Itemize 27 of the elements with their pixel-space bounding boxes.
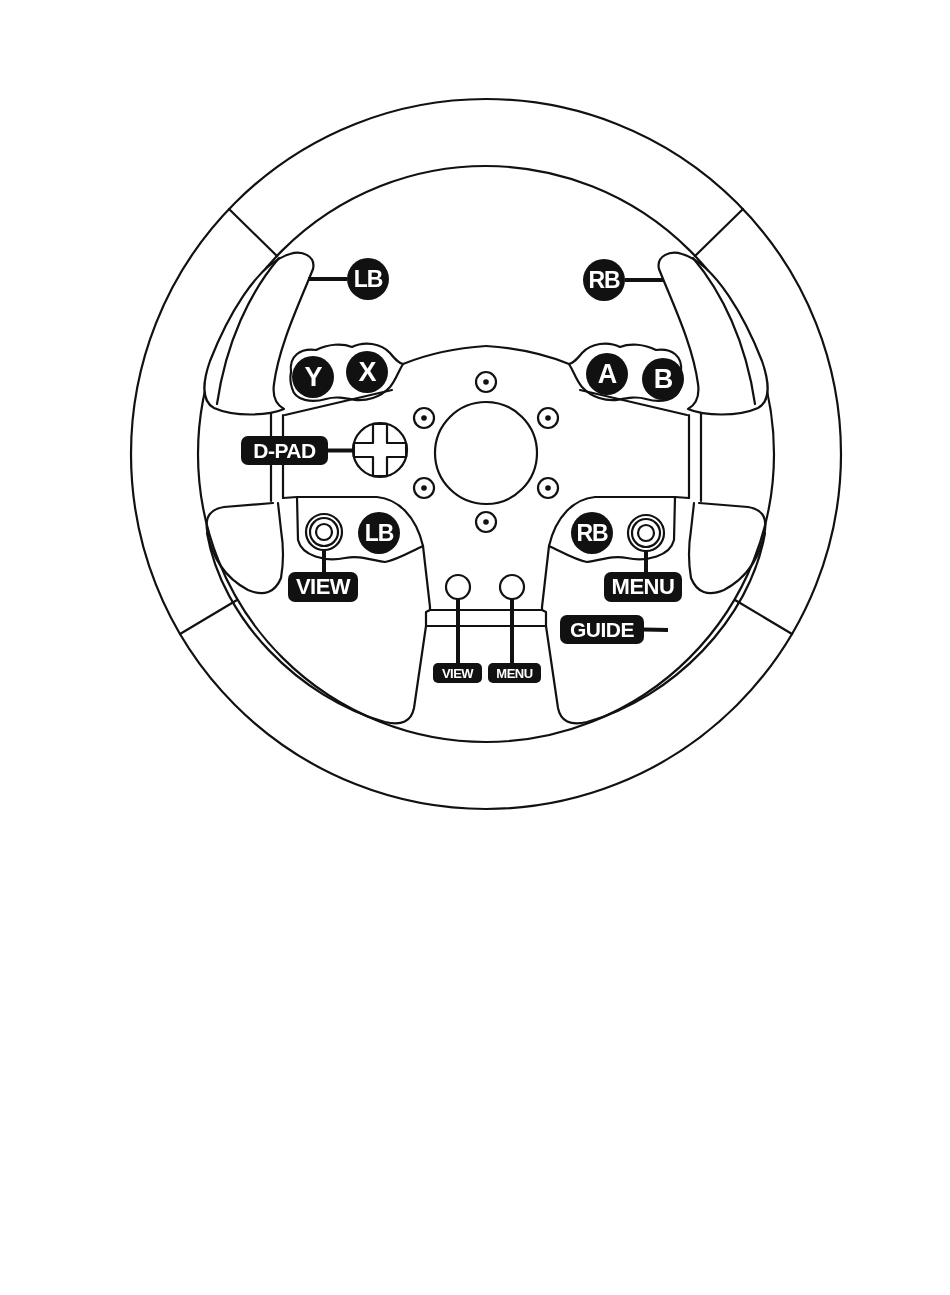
callout-label: GUIDE [560,615,644,644]
callout-label: VIEW [433,663,482,683]
leader-line [643,627,669,632]
push-button [498,573,526,601]
callout-badge: RB [583,259,625,301]
leader-line [510,599,514,663]
face-button: Y [292,356,334,398]
callout-label: MENU [604,572,682,602]
toggle-switch [304,512,344,552]
toggle-switch [626,513,666,553]
push-button [444,573,472,601]
callout-label: D-PAD [241,436,328,465]
label-badge: RB [571,512,613,554]
label-badge: LB [358,512,400,554]
face-button: A [586,353,628,395]
leader-line [456,599,460,663]
leader-line [625,278,664,282]
face-button: B [642,358,684,400]
leader-line [308,277,347,281]
face-button: X [346,351,388,393]
leader-line [644,551,648,572]
callout-label: VIEW [288,572,358,602]
d-pad [351,421,409,479]
leader-line [328,448,353,453]
leader-line [322,550,326,572]
callout-badge: LB [347,258,389,300]
callout-label: MENU [488,663,541,683]
